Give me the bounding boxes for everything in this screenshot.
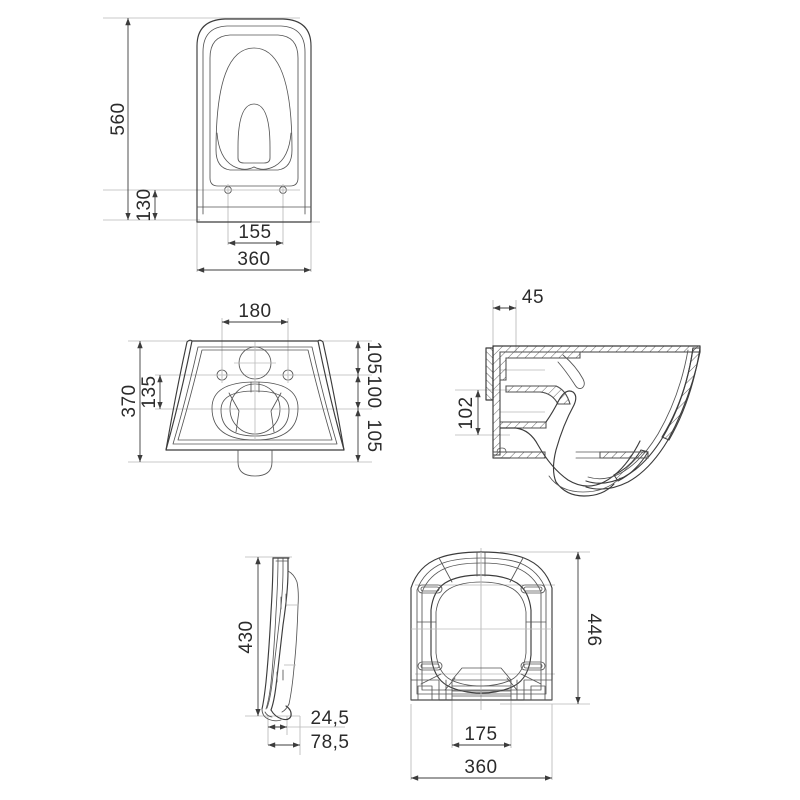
cross-section-extension-lines [455, 300, 545, 436]
view-cross-section: 45 102 [455, 287, 701, 497]
view-rear: 180 370 135 105 100 105 [119, 301, 384, 477]
seat-buffer-top-right [520, 584, 546, 594]
dimension-102-label: 102 [456, 396, 477, 429]
waste-spigot [237, 449, 273, 477]
dimension-45: 45 [493, 287, 544, 311]
seat-profile-extension-lines [245, 556, 345, 755]
dimension-135-label: 135 [139, 375, 160, 408]
front-elevation-extension-lines [103, 17, 320, 272]
dimension-370-label: 370 [119, 384, 140, 417]
dimension-105-bottom-label: 105 [363, 419, 384, 452]
fixing-hole-right [277, 184, 289, 196]
dimension-105-bottom: 105 [355, 409, 384, 462]
dimension-360-front-label: 360 [237, 249, 270, 270]
dimension-560-label: 560 [108, 102, 129, 135]
dimension-430-label: 430 [236, 620, 257, 653]
dimension-105-top-label: 105 [363, 341, 384, 374]
dimension-24-5-label: 24,5 [311, 708, 350, 729]
view-seat-plan: 446 175 360 [410, 548, 604, 781]
seat-ribs [411, 551, 552, 704]
fixing-hole-left [222, 184, 234, 196]
waste-outlet [211, 378, 299, 441]
dimension-24-5: 24,5 [268, 708, 350, 730]
dimension-180-label: 180 [238, 301, 271, 322]
dimension-560: 560 [108, 18, 131, 220]
dimension-78-5-label: 78,5 [311, 732, 350, 753]
dimension-446: 446 [575, 552, 604, 704]
pan-section-body [485, 345, 701, 497]
seat-buffer-bottom-right [520, 661, 546, 671]
dimension-135: 135 [139, 375, 163, 409]
dimension-446-label: 446 [583, 613, 604, 646]
wc-pan-front-outline [196, 18, 312, 223]
dimension-155: 155 [228, 222, 283, 246]
dimension-430: 430 [236, 557, 261, 716]
view-front-elevation: 560 130 155 360 [103, 17, 320, 273]
dimension-360-seat-label: 360 [464, 757, 497, 778]
toilet-seat-profile [261, 557, 299, 722]
wc-pan-rear-outline [165, 339, 345, 451]
dimension-370: 370 [119, 341, 143, 462]
dimension-130: 130 [134, 188, 158, 222]
seat-buffer-top-left [417, 584, 443, 594]
dimension-180: 180 [222, 301, 288, 325]
seat-hinge-assembly [410, 667, 553, 701]
dimension-78-5: 78,5 [268, 732, 349, 753]
seat-buffer-bottom-left [417, 661, 443, 671]
dimension-102: 102 [456, 390, 481, 435]
dimension-175: 175 [452, 724, 511, 748]
dimension-105-top: 105 [355, 341, 384, 375]
rear-fixing-hole-left [214, 367, 230, 383]
dimension-130-label: 130 [134, 188, 155, 221]
dimension-45-label: 45 [522, 287, 544, 308]
dimension-360-front: 360 [197, 249, 311, 273]
dimension-100: 100 [355, 375, 384, 409]
dimension-175-label: 175 [464, 724, 497, 745]
rear-fixing-hole-right [280, 367, 296, 383]
dimension-155-label: 155 [238, 222, 271, 243]
flush-inlet-hole [234, 342, 276, 384]
dimension-100-label: 100 [363, 375, 384, 408]
view-seat-side-profile: 430 24,5 78,5 [236, 556, 350, 755]
dimension-360-seat: 360 [411, 757, 552, 781]
